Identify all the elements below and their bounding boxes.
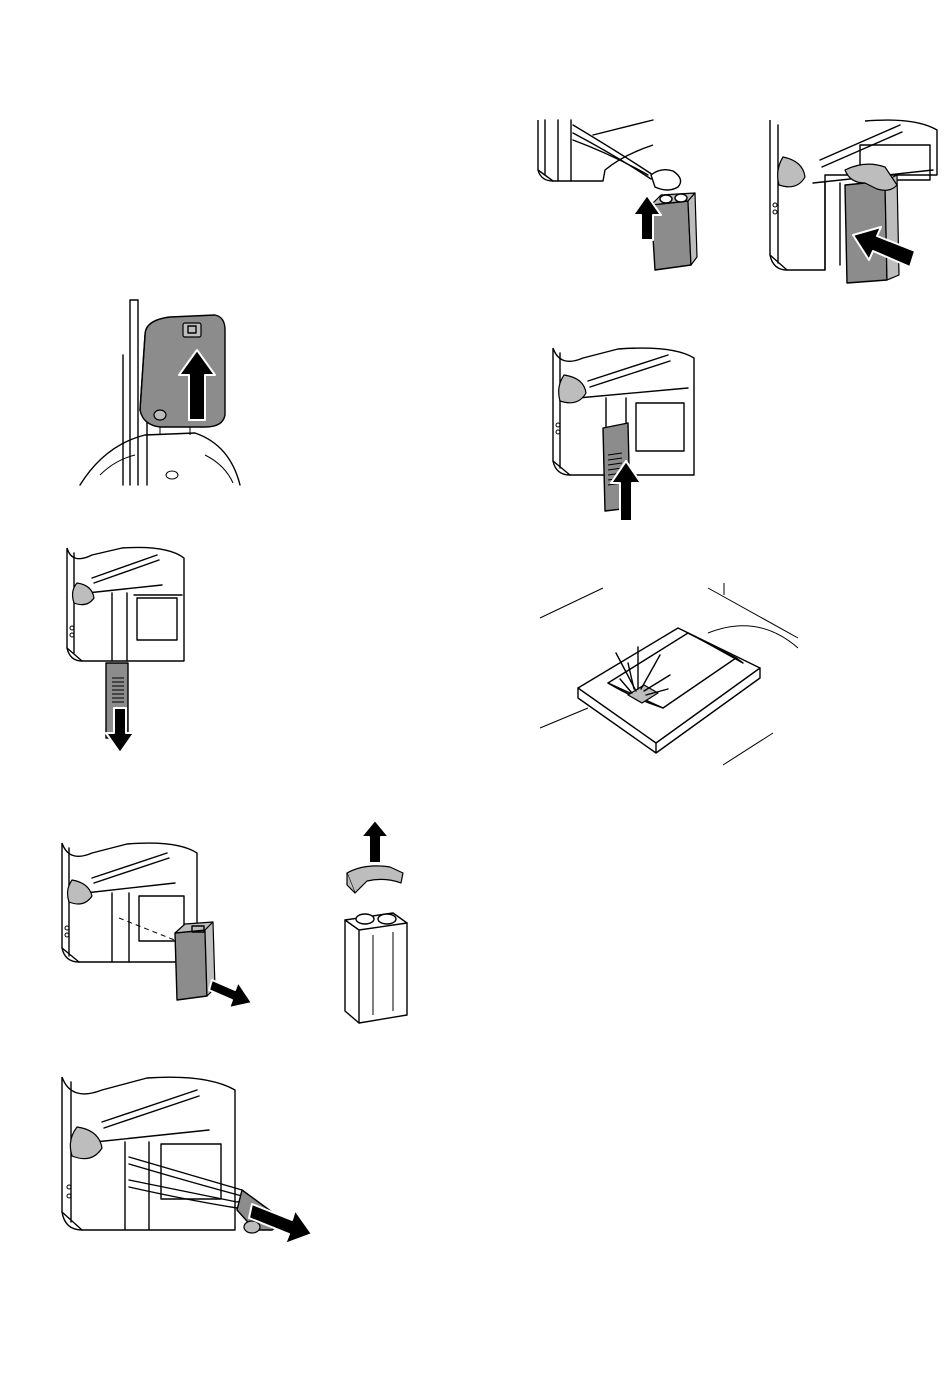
remove-battery-cap-illustration xyxy=(335,815,415,1030)
detach-battery-pack-illustration xyxy=(75,295,245,490)
slide-cover-up-illustration xyxy=(548,343,698,523)
indicator-lamp-illustration xyxy=(538,583,820,768)
remove-battery-illustration xyxy=(57,838,262,1013)
insert-battery-illustration xyxy=(765,115,945,285)
connect-battery-illustration xyxy=(533,115,708,280)
slide-cover-down-illustration xyxy=(62,543,192,758)
pull-battery-connector-illustration xyxy=(57,1072,317,1272)
